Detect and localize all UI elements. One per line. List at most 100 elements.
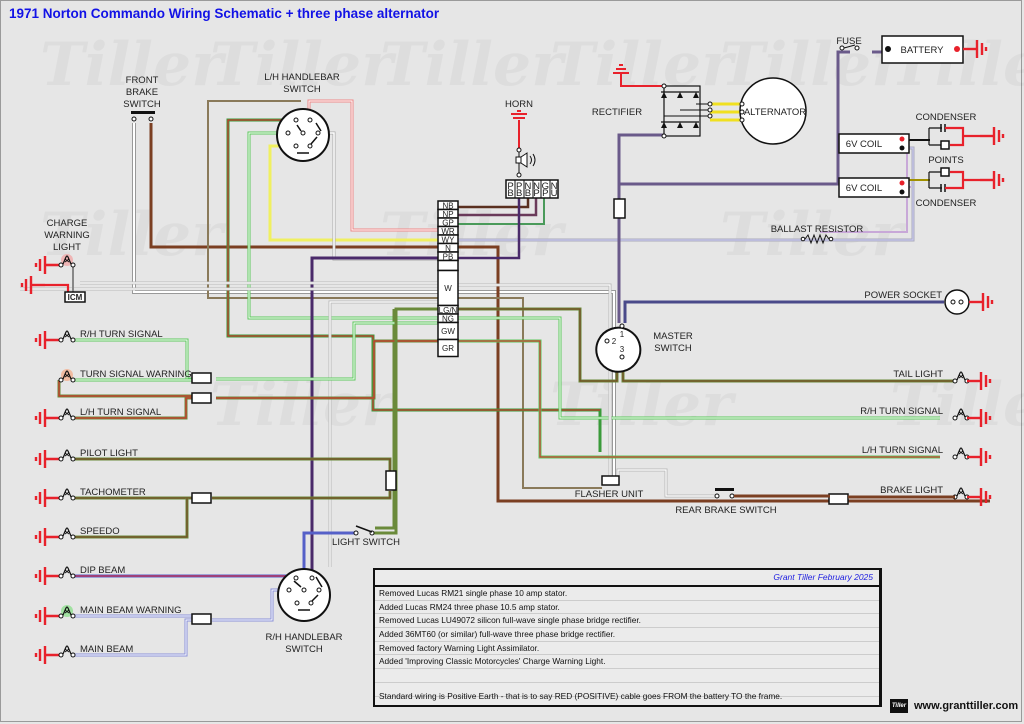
master-switch-label-2: SWITCH <box>654 343 692 354</box>
tiller-logo-icon: Tiller <box>890 699 908 713</box>
notes-line <box>375 669 879 683</box>
alternator-label: ALTERNATOR <box>744 107 806 118</box>
ground-icon <box>965 486 992 508</box>
connector-label: GW <box>441 327 455 336</box>
lh-handlebar-switch <box>276 108 330 162</box>
wire-rect-out <box>617 133 664 323</box>
horn-connector-label: G <box>542 181 549 192</box>
notes-line: Added Lucas RM24 three phase 10.5 amp st… <box>375 601 879 615</box>
rh-handlebar-label-1: R/H HANDLEBAR <box>265 632 342 643</box>
horn-connector-label: N <box>533 181 540 192</box>
bulb-icon <box>58 330 76 343</box>
connector-label: GR <box>442 344 454 353</box>
battery-ground-icon <box>961 38 988 60</box>
icm-ground-icon <box>20 274 47 296</box>
connector-label: W <box>444 284 452 293</box>
rh-handlebar-switch <box>277 568 331 622</box>
points-label: POINTS <box>928 155 963 166</box>
rectifier <box>661 83 713 139</box>
master-terminal-1: 1 <box>620 330 625 339</box>
horn-connector-label: P <box>507 181 513 192</box>
lamp-label: BRAKE LIGHT <box>880 485 943 496</box>
website-link[interactable]: www.granttiller.com <box>914 700 1019 712</box>
power-socket <box>944 289 970 315</box>
rectifier-label: RECTIFIER <box>592 107 642 118</box>
notes-line: Removed Lucas LU49072 silicon full-wave … <box>375 614 879 629</box>
front-brake-label-3: SWITCH <box>123 99 161 110</box>
coil-1-label: 6V COIL <box>846 139 882 150</box>
connector-label: PB <box>443 252 454 261</box>
website-footer: Tiller www.granttiller.com <box>890 699 1018 713</box>
horn-connector-label: P <box>533 188 539 199</box>
horn-connector-label: B <box>516 188 522 199</box>
notes-line: Removed factory Warning Light Assimilato… <box>375 642 879 656</box>
wire-gw-left <box>216 321 438 381</box>
master-switch-label-1: MASTER <box>653 331 693 342</box>
notes-footer: Standard wiring is Positive Earth - that… <box>379 691 783 702</box>
flasher-unit <box>601 475 620 486</box>
rectifier-ground-icon <box>613 64 629 74</box>
bulb-icon <box>952 408 970 421</box>
page-title: 1971 Norton Commando Wiring Schematic + … <box>9 6 440 21</box>
front-brake-label-2: BRAKE <box>126 87 158 98</box>
lamp-label: R/H TURN SIGNAL <box>860 406 943 417</box>
icm-box <box>64 291 86 303</box>
cwl-label-2: WARNING <box>44 230 90 241</box>
notes-line: Added 36MT60 (or similar) full-wave thre… <box>375 628 879 642</box>
connector-cell <box>437 338 459 358</box>
connector-label: N <box>445 244 451 253</box>
lamp-label: MAIN BEAM <box>80 644 133 655</box>
points-ground-icon <box>978 169 1005 191</box>
coil-2-label: 6V COIL <box>846 183 882 194</box>
connector-label: NB <box>442 201 453 210</box>
rear-brake-switch-label: REAR BRAKE SWITCH <box>675 505 776 516</box>
wire-gp <box>458 198 545 225</box>
ground-icon <box>965 370 992 392</box>
connector-label: WR <box>441 227 455 236</box>
notes-line: Removed Lucas RM21 single phase 10 amp s… <box>375 587 879 601</box>
fuse <box>839 44 860 51</box>
front-brake-label-1: FRONT <box>126 75 159 86</box>
wire-white <box>132 123 616 476</box>
horn-connector-label: N <box>551 181 558 192</box>
lamp-label: R/H TURN SIGNAL <box>80 329 163 340</box>
condenser-bottom-label: CONDENSER <box>916 198 977 209</box>
horn-connector-label: B <box>525 188 531 199</box>
wire-battery <box>619 50 882 186</box>
horn-connector-label: B <box>507 188 513 199</box>
wire-nb <box>458 198 530 209</box>
wire-power-socket <box>623 300 944 323</box>
lamp-label: TACHOMETER <box>80 487 146 498</box>
ground-icon <box>965 446 992 468</box>
horn-connector <box>505 179 559 199</box>
battery-label: BATTERY <box>901 45 945 56</box>
horn-connector-label: P <box>542 188 548 199</box>
front-brake-switch <box>131 111 155 122</box>
bulb-icon <box>58 408 76 421</box>
bulb-icon <box>58 488 76 501</box>
bulb-icon <box>58 527 76 540</box>
lamp-label: L/H TURN SIGNAL <box>862 445 943 456</box>
wire-pb <box>458 198 521 260</box>
wire-np <box>458 198 538 217</box>
condenser-ground-icon <box>978 125 1005 147</box>
notes-line: Added 'Improving Classic Motorcycles' Ch… <box>375 655 879 670</box>
master-switch <box>595 323 642 373</box>
bulb-icon <box>58 566 76 579</box>
coil-1 <box>838 133 910 154</box>
cwl-label-1: CHARGE <box>47 218 88 229</box>
bulb-icon <box>58 449 76 462</box>
wire-brown <box>149 123 990 503</box>
lh-handlebar-label-1: L/H HANDLEBAR <box>264 72 340 83</box>
wire-rect-red <box>620 73 663 87</box>
wire-wr <box>307 99 438 232</box>
wire-gr-right <box>458 339 940 459</box>
bulb-icon <box>952 371 970 384</box>
fuse-label: FUSE <box>836 36 861 47</box>
connector-label: NG <box>442 314 454 323</box>
bulb-icon <box>952 447 970 460</box>
connector-label: NP <box>442 210 453 219</box>
condensers-points <box>928 124 980 192</box>
